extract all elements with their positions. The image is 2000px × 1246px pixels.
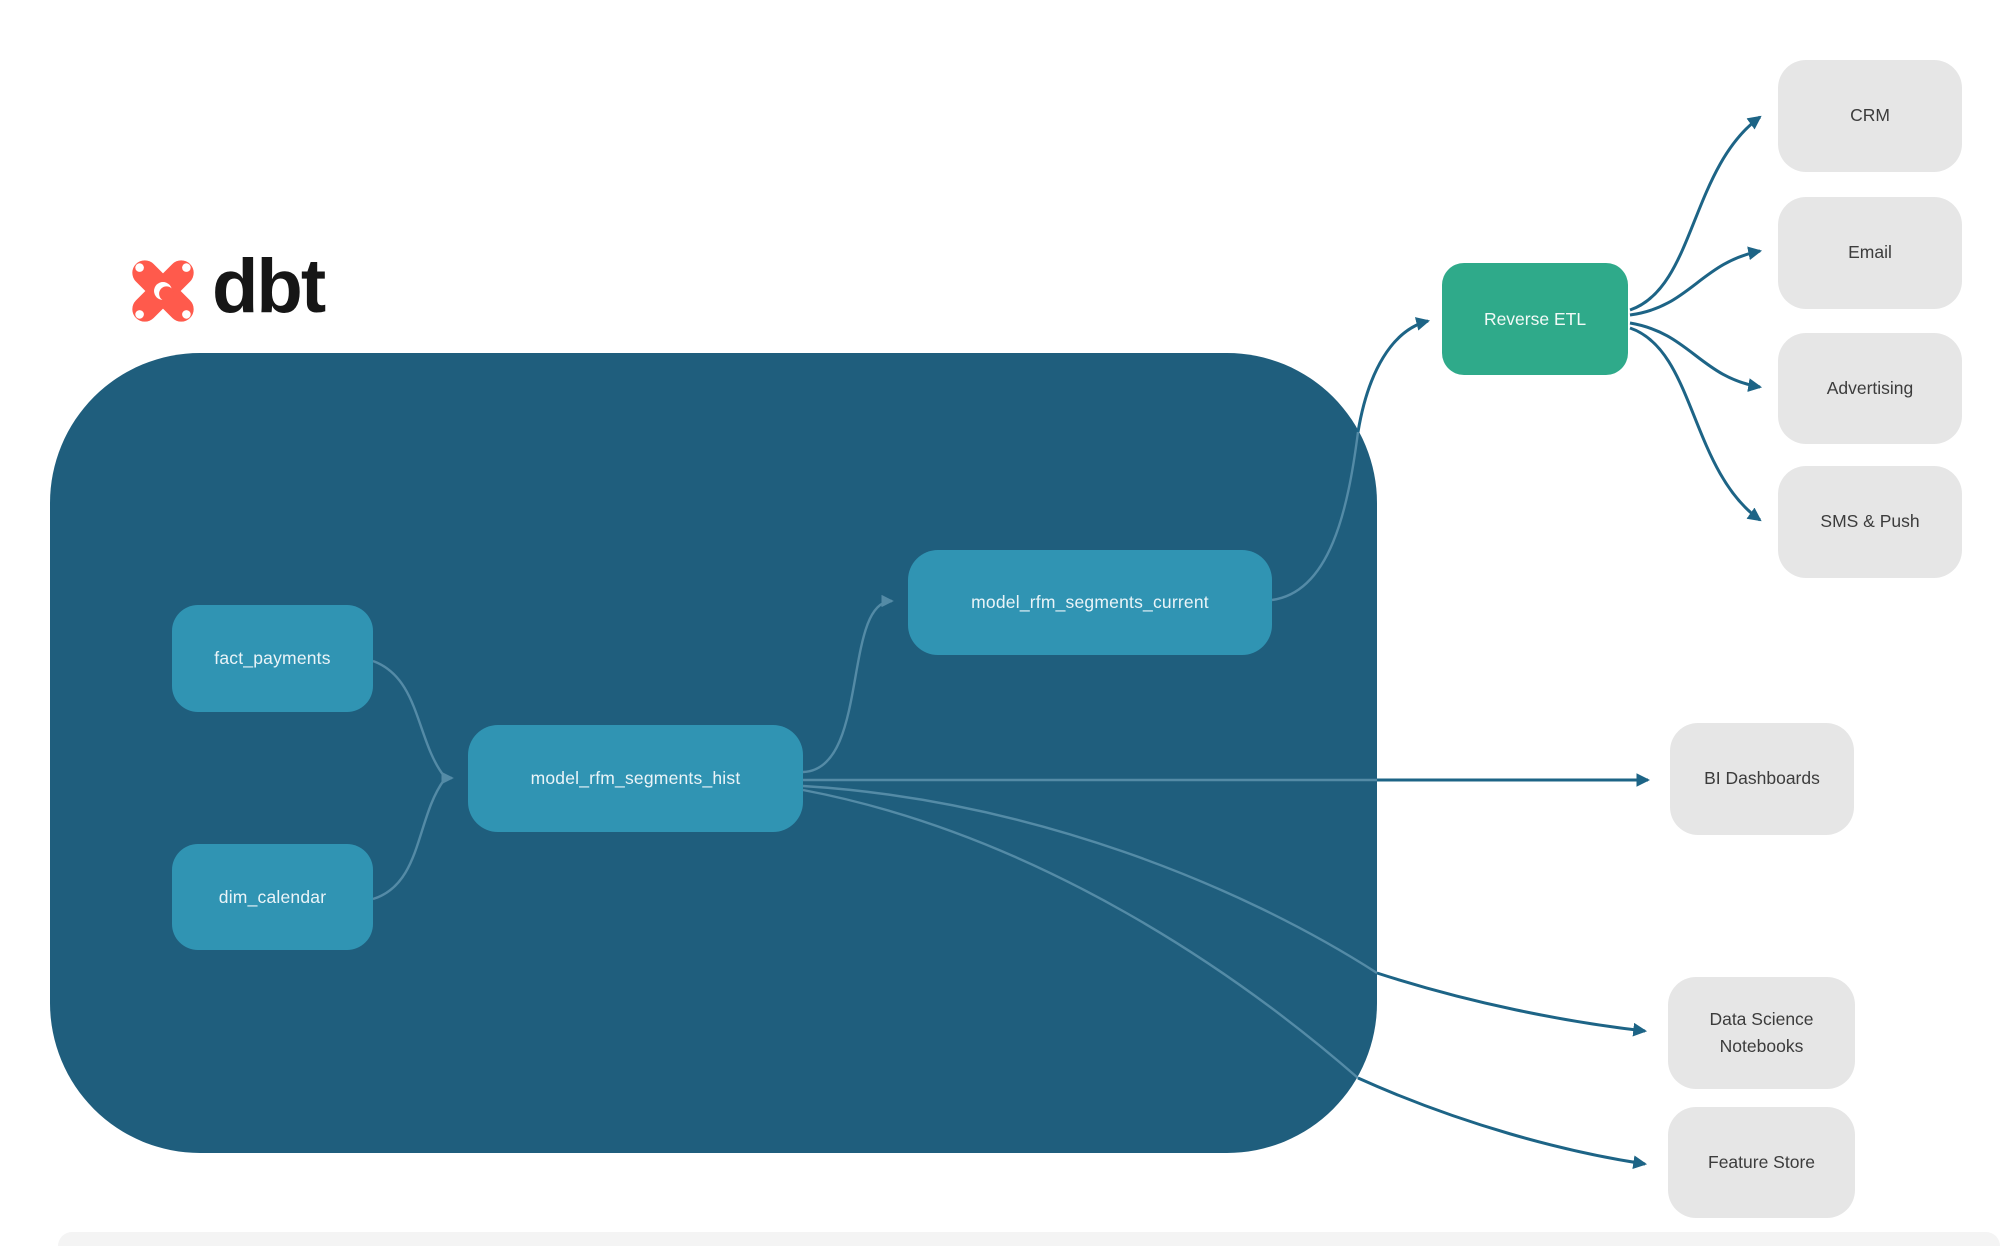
node-sms-push[interactable]: SMS & Push bbox=[1778, 466, 1962, 578]
node-dim-calendar[interactable]: dim_calendar bbox=[172, 844, 373, 950]
arrow-hist-to-notebooks bbox=[1376, 971, 1648, 1037]
node-label: SMS & Push bbox=[1820, 511, 1920, 532]
dbt-wordmark: dbt bbox=[212, 244, 326, 329]
node-crm[interactable]: CRM bbox=[1778, 60, 1962, 172]
node-label: Reverse ETL bbox=[1483, 308, 1587, 329]
node-model-rfm-segments-current[interactable]: model_rfm_segments_current bbox=[908, 550, 1272, 655]
node-label: fact_payments bbox=[214, 648, 331, 668]
node-label: dim_calendar bbox=[218, 886, 327, 907]
arrow-reverse-etl-to-advertising bbox=[1629, 321, 1763, 392]
arrow-reverse-etl-to-crm bbox=[1629, 115, 1762, 312]
node-label: Feature Store bbox=[1708, 1151, 1815, 1172]
arrow-hist-to-feature-store bbox=[1357, 1076, 1648, 1170]
node-reverse-etl[interactable]: Reverse ETL bbox=[1442, 263, 1628, 375]
node-feature-store[interactable]: Feature Store bbox=[1668, 1107, 1855, 1218]
node-fact-payments[interactable]: fact_payments bbox=[172, 605, 373, 712]
node-advertising[interactable]: Advertising bbox=[1778, 333, 1962, 444]
node-data-science-notebooks[interactable]: Data Science Notebooks bbox=[1668, 977, 1855, 1089]
node-label: Data Science Notebooks bbox=[1709, 1008, 1814, 1056]
node-label: Advertising bbox=[1826, 377, 1914, 398]
arrow-reverse-etl-to-sms-push bbox=[1629, 326, 1762, 522]
node-label: model_rfm_segments_current bbox=[971, 592, 1209, 612]
arrow-reverse-etl-to-email bbox=[1629, 246, 1763, 317]
dbt-logo: dbt bbox=[124, 244, 326, 330]
node-label: Email bbox=[1848, 242, 1892, 263]
dbt-fox-star-icon bbox=[132, 260, 194, 322]
bottom-strip bbox=[58, 1232, 2000, 1246]
node-label: model_rfm_segments_hist bbox=[530, 768, 741, 788]
arrow-current-to-reverse-etl bbox=[1356, 317, 1431, 433]
node-model-rfm-segments-hist[interactable]: model_rfm_segments_hist bbox=[468, 725, 803, 832]
node-bi-dashboards[interactable]: BI Dashboards bbox=[1670, 723, 1854, 835]
node-email[interactable]: Email bbox=[1778, 197, 1962, 309]
node-label: BI Dashboards bbox=[1704, 768, 1820, 789]
node-label: CRM bbox=[1850, 105, 1890, 126]
